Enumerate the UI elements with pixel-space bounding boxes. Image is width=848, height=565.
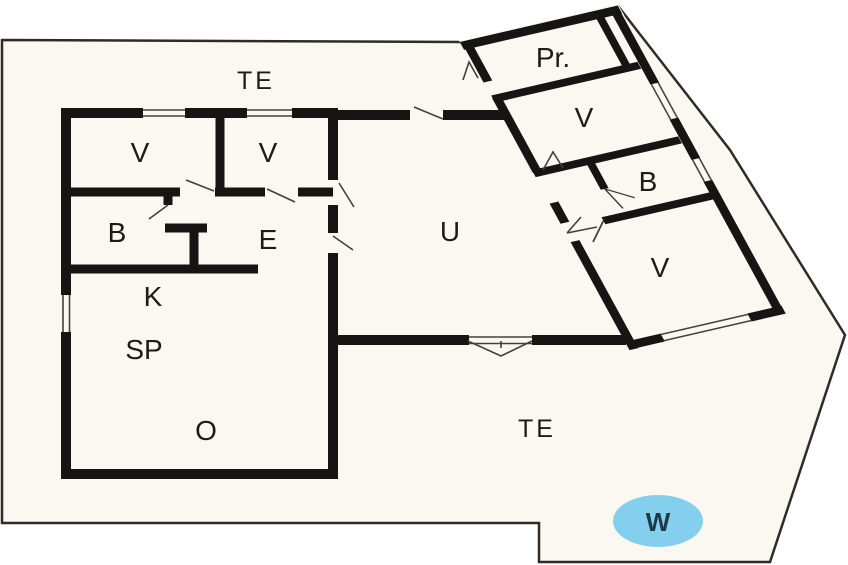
label-room-o: O xyxy=(195,415,217,446)
label-room-b: B xyxy=(108,217,127,248)
wing-door-swing-u xyxy=(542,150,564,171)
wing-door-swing-b xyxy=(604,188,635,209)
wing-top-end-wall xyxy=(459,5,623,50)
label-hall-u: U xyxy=(440,216,460,247)
wing-window-v xyxy=(650,82,679,120)
wing-b-bottom-wall xyxy=(601,190,720,225)
wing-window-b xyxy=(691,157,713,182)
label-terrace-top: TE xyxy=(237,67,275,95)
label-room-sp: SP xyxy=(125,334,162,365)
wing-right-wall xyxy=(608,6,784,312)
label-terrace-bottom: TE xyxy=(518,415,556,443)
label-room-v2: V xyxy=(259,137,278,168)
door-swing-e-u1 xyxy=(338,182,355,208)
angled-wing xyxy=(459,5,786,351)
wing-door-swing-hall xyxy=(592,220,605,243)
window-top-1 xyxy=(143,109,185,117)
main-house xyxy=(61,108,355,479)
label-pond-w: W xyxy=(646,507,671,537)
wing-window-end xyxy=(660,313,752,342)
door-swing-v1 xyxy=(185,179,215,192)
window-left xyxy=(62,295,71,332)
door-swing-b xyxy=(148,204,169,220)
wing-door-swing-pr xyxy=(462,60,479,81)
door-swing-e-u2 xyxy=(332,235,354,251)
wing-bottom-end-wall xyxy=(625,305,786,350)
door-swing-v2 xyxy=(266,188,296,203)
pond-marker xyxy=(613,495,703,547)
wing-door-swing-v-bottom xyxy=(566,216,598,234)
wing-pr-right-stub-wall xyxy=(593,11,632,69)
wing-v-bottom-wall xyxy=(531,136,682,178)
u-top-door-swing xyxy=(413,106,444,120)
label-wing-v-bottom: V xyxy=(651,252,670,283)
label-room-v1: V xyxy=(131,137,150,168)
wing-b-left-stub-wall xyxy=(585,159,609,190)
hall-u xyxy=(333,106,626,357)
label-wing-v-top: V xyxy=(575,102,594,133)
u-terrace-double-door-swing xyxy=(467,340,533,357)
label-room-e: E xyxy=(259,224,278,255)
wing-pr-bottom-wall xyxy=(491,61,642,103)
label-room-pr: Pr. xyxy=(536,42,570,73)
closet-l-walls xyxy=(165,223,207,269)
window-top-2 xyxy=(247,109,292,117)
label-room-k: K xyxy=(144,281,163,312)
label-wing-b: B xyxy=(639,166,658,197)
wing-left-wall xyxy=(461,40,639,351)
